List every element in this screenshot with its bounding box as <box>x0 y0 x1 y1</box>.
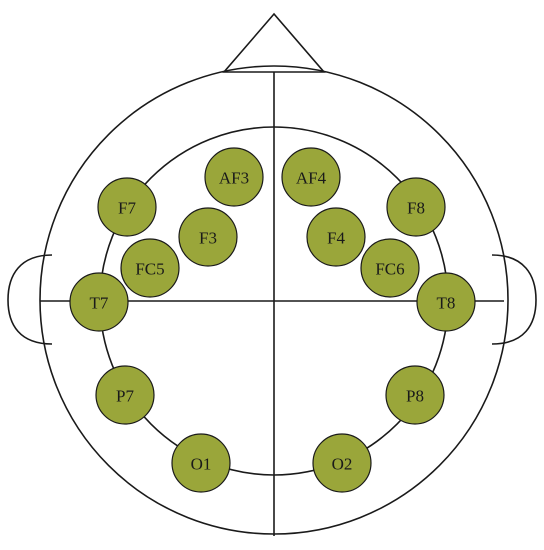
electrode-p8: P8 <box>385 365 445 425</box>
electrode-label: P8 <box>406 387 424 406</box>
electrode-f8: F8 <box>386 177 446 237</box>
electrode-label: AF4 <box>296 169 327 188</box>
electrode-label: O2 <box>332 455 353 474</box>
electrode-marker <box>385 365 445 425</box>
electrode-label: T7 <box>90 294 109 313</box>
electrode-marker <box>171 433 231 493</box>
electrode-fc6: FC6 <box>360 238 420 298</box>
left-ear <box>7 254 53 345</box>
electrode-p7: P7 <box>95 365 155 425</box>
electrode-marker <box>95 365 155 425</box>
electrode-t8: T8 <box>416 272 476 332</box>
electrode-o1: O1 <box>171 433 231 493</box>
electrode-marker <box>306 207 366 267</box>
electrode-marker <box>416 272 476 332</box>
electrode-o2: O2 <box>312 433 372 493</box>
electrode-label: O1 <box>191 455 212 474</box>
electrode-f4: F4 <box>306 207 366 267</box>
nose-triangle <box>222 12 326 73</box>
electrode-marker <box>178 207 238 267</box>
electrode-label: T8 <box>437 294 456 313</box>
electrode-marker <box>204 147 264 207</box>
electrode-marker <box>386 177 446 237</box>
electrode-f3: F3 <box>178 207 238 267</box>
electrode-marker <box>281 147 341 207</box>
electrode-marker <box>360 238 420 298</box>
electrode-label: F7 <box>118 199 136 218</box>
electrode-marker <box>97 177 157 237</box>
electrode-label: P7 <box>116 387 134 406</box>
right-ear <box>491 254 537 345</box>
electrode-label: FC6 <box>375 260 404 279</box>
electrode-af3: AF3 <box>204 147 264 207</box>
electrode-fc5: FC5 <box>120 238 180 298</box>
electrode-label: F3 <box>199 229 217 248</box>
electrode-label: F8 <box>407 199 425 218</box>
electrode-label: F4 <box>327 229 345 248</box>
electrode-label: AF3 <box>219 169 249 188</box>
electrode-af4: AF4 <box>281 147 341 207</box>
electrode-f7: F7 <box>97 177 157 237</box>
electrode-label: FC5 <box>135 260 164 279</box>
electrode-marker <box>120 238 180 298</box>
electrode-t7: T7 <box>69 272 129 332</box>
electrode-marker <box>312 433 372 493</box>
electrode-marker <box>69 272 129 332</box>
